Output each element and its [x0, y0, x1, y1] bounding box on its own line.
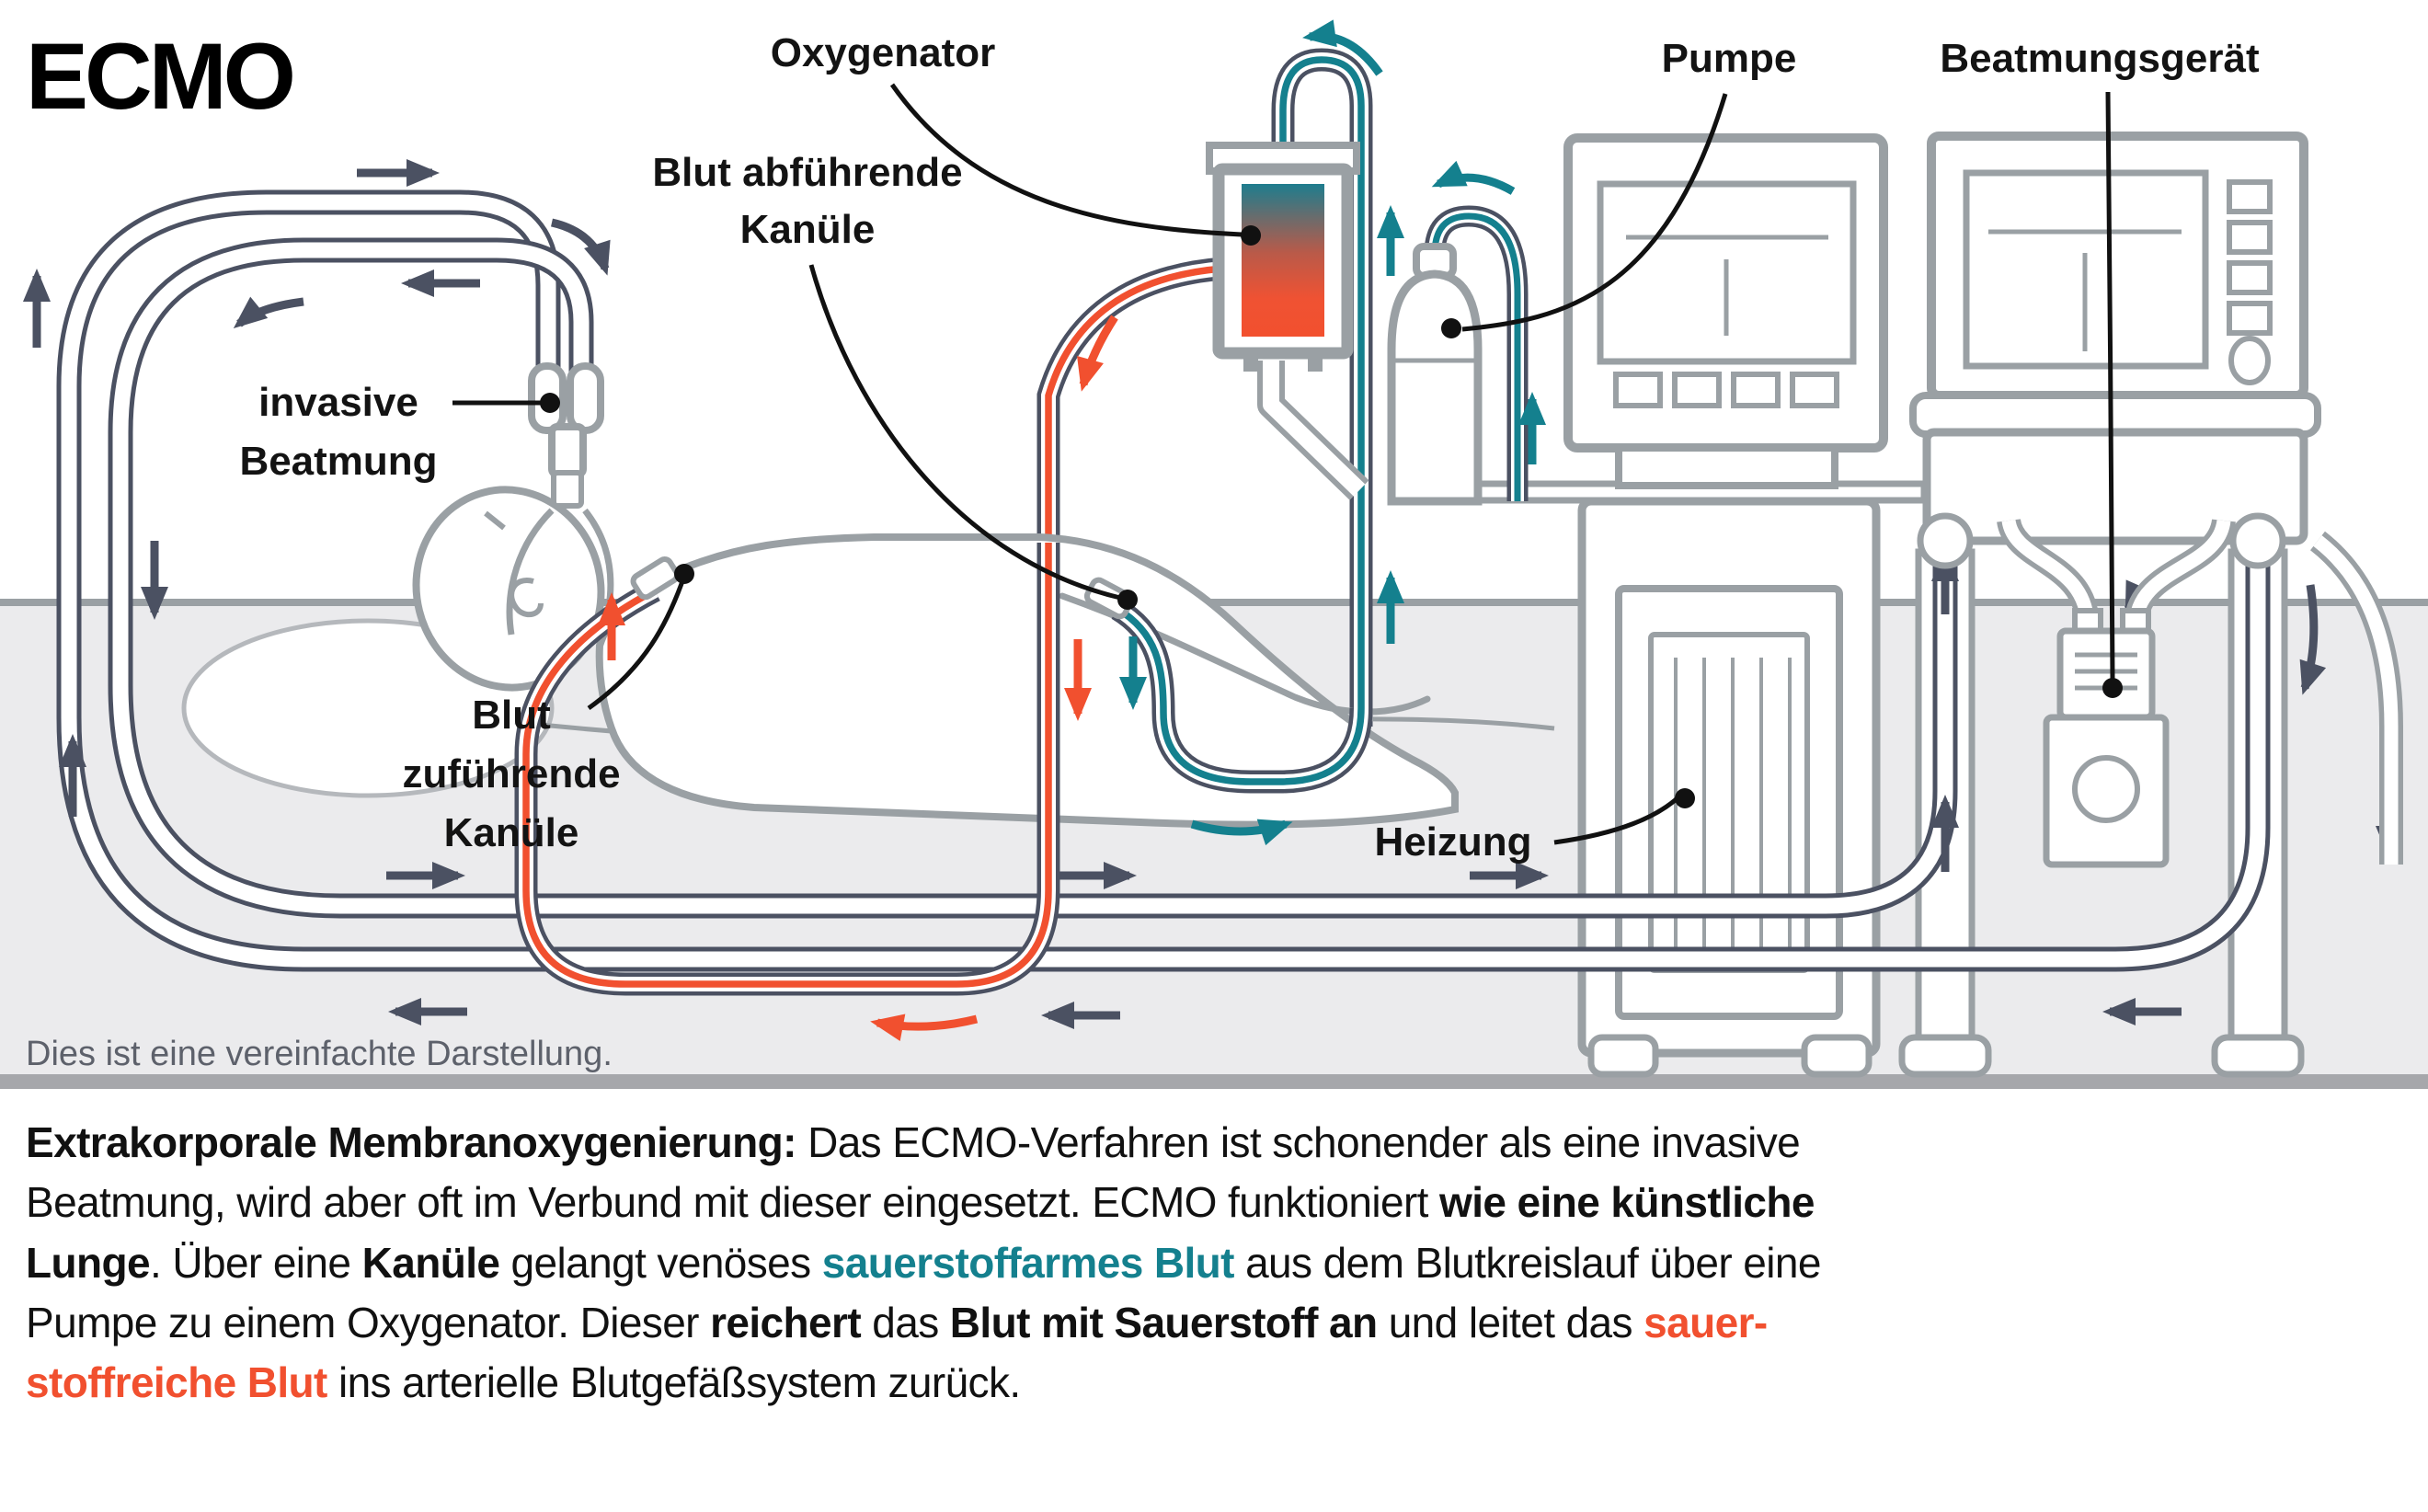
- caption-segment: Pumpe zu einem Oxygenator. Dieser: [26, 1298, 711, 1346]
- label-oxygenator: Oxygenator: [771, 30, 996, 75]
- caption-segment: sauer-: [1643, 1298, 1768, 1346]
- label-heizung: Heizung: [1374, 819, 1531, 865]
- caption-segment: und leitet das: [1377, 1298, 1644, 1346]
- pump-cylinder: [1387, 205, 1529, 506]
- pump-button: [1672, 372, 1722, 408]
- pump-button: [1613, 372, 1663, 408]
- ventilator-button: [2227, 220, 2273, 255]
- heater-cart: [1577, 497, 1881, 1078]
- ventilator-button: [2227, 179, 2273, 214]
- blood-flow-arrows-teal: [1302, 19, 1546, 644]
- caption-segment: reichert: [710, 1298, 862, 1346]
- caption-segment: ins arterielle Blutgefäßsystem zurück.: [326, 1358, 1021, 1407]
- hose-port: [2229, 512, 2286, 569]
- tube-connector: [551, 470, 584, 509]
- ventilator-base: [1922, 428, 2308, 545]
- page-title: ECMO: [26, 24, 293, 129]
- label-pumpe: Pumpe: [1662, 36, 1797, 81]
- caption-segment: Blut mit Sauerstoff an: [949, 1298, 1378, 1346]
- caption-segment: . Über eine: [149, 1238, 362, 1287]
- oxygenator: [1206, 142, 1369, 500]
- hose-port: [1917, 512, 1974, 569]
- blood-drain-tube: [1111, 599, 1373, 846]
- caption-segment: Das ECMO-Verfahren ist schonender als ei…: [796, 1118, 1801, 1166]
- patient-body: [595, 533, 1459, 829]
- ventilator-machine: [1909, 132, 2321, 569]
- caption-segment: Beatmung, wird aber oft im Verbund mit d…: [26, 1178, 1440, 1227]
- ear: [509, 578, 544, 618]
- label-invasive-2: Beatmung: [239, 439, 437, 484]
- label-blut-abfuehrende-2: Kanüle: [740, 207, 876, 252]
- pump-pedestal: [1615, 444, 1838, 489]
- label-blut-zufuehrende-1: Blut: [472, 693, 551, 738]
- ecmo-diagram: Dies ist eine vereinfachte Darstellung.: [0, 19, 2428, 1089]
- eye: [484, 510, 506, 531]
- caption-segment: aus dem Blutkreislauf über eine: [1233, 1238, 1821, 1287]
- caption-segment: Extrakorporale Membranoxygenierung:: [26, 1118, 796, 1166]
- oxygenator-chamber: [1242, 184, 1324, 337]
- caption-segment: das: [861, 1298, 950, 1346]
- mask-strap: [506, 508, 555, 636]
- caption-segment: sauerstoffarmes Blut: [821, 1238, 1235, 1287]
- label-beatmungsgeraet: Beatmungsgerät: [1940, 36, 2260, 81]
- ventilator-knob: [2228, 336, 2271, 385]
- footnote: Dies ist eine vereinfachte Darstellung.: [26, 1035, 613, 1073]
- pump-button: [1731, 372, 1781, 408]
- caption-segment: gelangt venöses: [499, 1238, 822, 1287]
- ventilation-tube-exhale: [108, 237, 1958, 919]
- blood-return-tube-upper: [1036, 257, 1225, 552]
- label-blut-abfuehrende-1: Blut abführende: [652, 150, 962, 195]
- pump-button: [1790, 372, 1839, 408]
- humidifier-unit: [1997, 517, 2403, 868]
- blood-return-tube: [514, 315, 1118, 1042]
- caption-paragraph: Extrakorporale Membranoxygenierung: Das …: [0, 1091, 2428, 1414]
- pump-monitor: [1563, 133, 1888, 489]
- supply-cannula: [630, 556, 681, 601]
- label-invasive-1: invasive: [258, 380, 418, 425]
- label-pointers: [452, 83, 2115, 845]
- caption-segment: stoffreiche Blut: [26, 1358, 327, 1407]
- ventilator-button: [2227, 301, 2273, 336]
- caption-segment: wie eine künstliche: [1439, 1178, 1815, 1227]
- caption-segment: Kanüle: [361, 1238, 500, 1287]
- caption-segment: Lunge: [26, 1238, 151, 1287]
- blood-flow-arrows-red: [598, 315, 1118, 1042]
- ventilator-button: [2227, 260, 2273, 295]
- label-pointer-dots: [540, 225, 2123, 808]
- label-blut-zufuehrende-2: zuführende: [402, 751, 620, 796]
- label-blut-zufuehrende-3: Kanüle: [444, 810, 579, 855]
- blood-drain-tube-riser: [1271, 48, 1373, 727]
